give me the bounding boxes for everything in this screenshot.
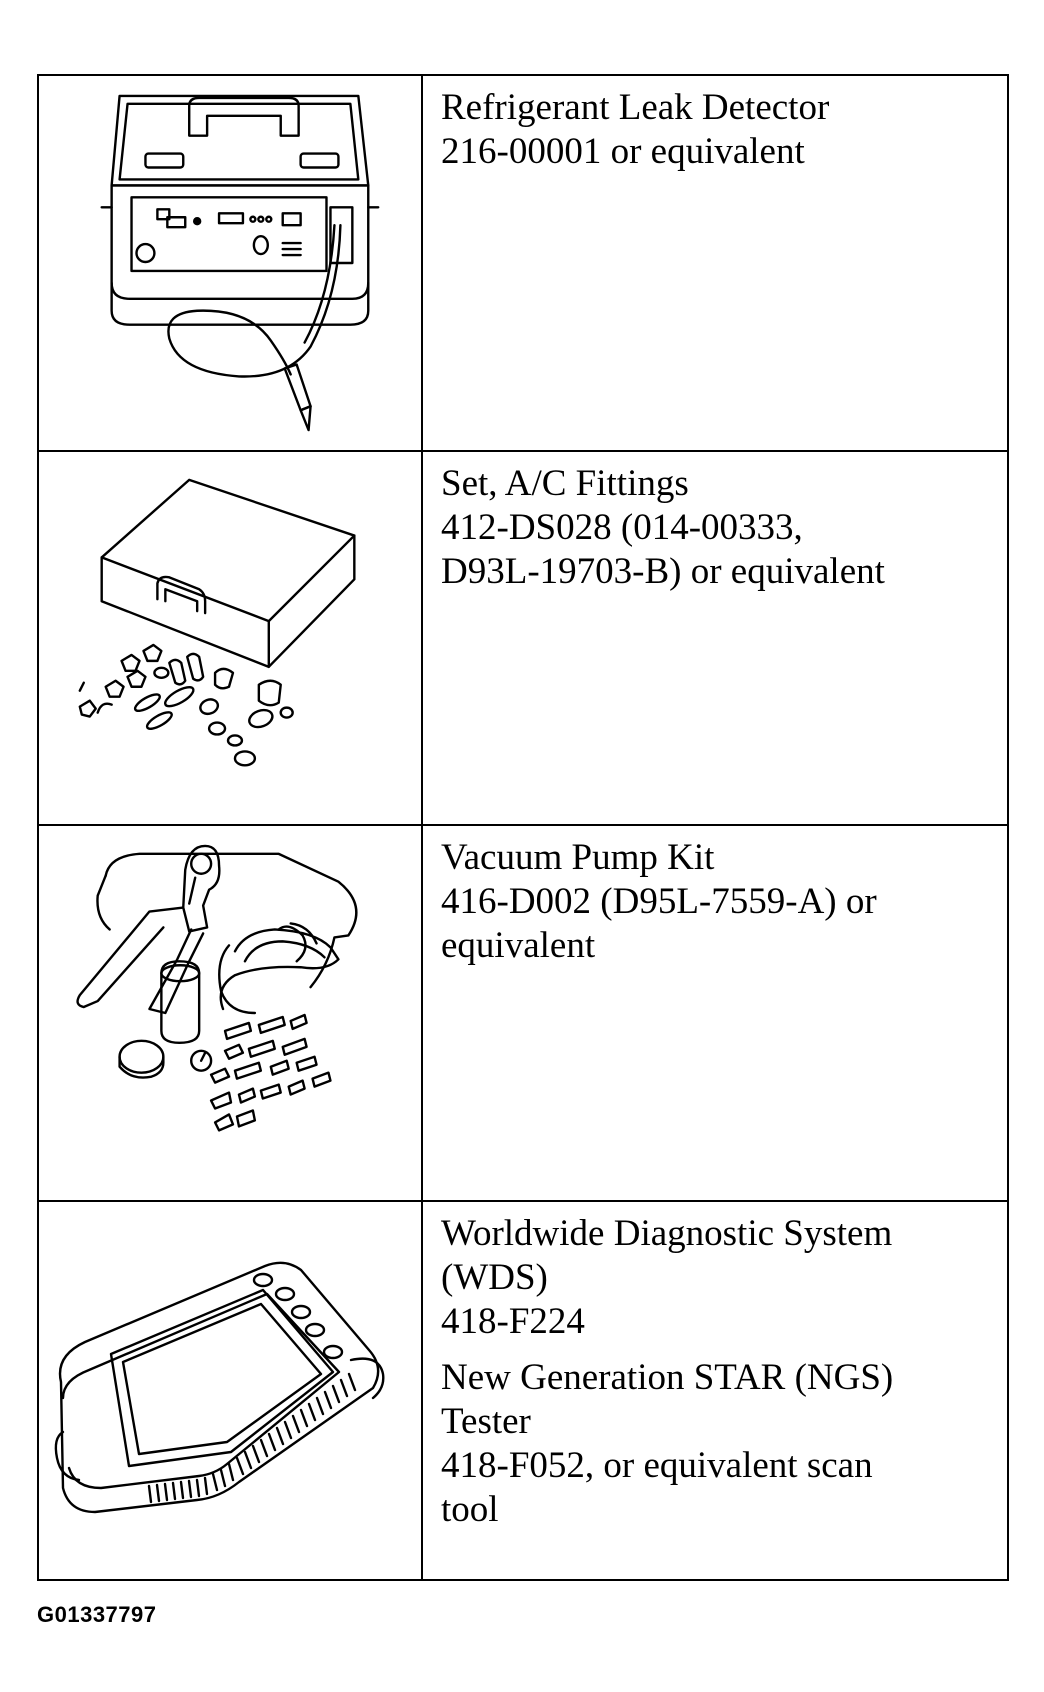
tool-number: 412-DS028 (014-00333, bbox=[441, 507, 803, 548]
tool-name: Worldwide Diagnostic System bbox=[441, 1213, 893, 1254]
diagnostic-tablet-icon bbox=[39, 1202, 423, 1579]
table-row: Refrigerant Leak Detector 216-00001 or e… bbox=[39, 76, 1007, 452]
special-tools-table: Refrigerant Leak Detector 216-00001 or e… bbox=[37, 74, 1009, 1581]
tool-number: 416-D002 (D95L-7559-A) or bbox=[441, 881, 877, 922]
tool-name: (WDS) bbox=[441, 1257, 548, 1298]
tool-description: Worldwide Diagnostic System (WDS) 418-F2… bbox=[441, 1212, 1001, 1532]
refrigerant-leak-detector-icon bbox=[39, 76, 423, 450]
tool-number: 216-00001 or equivalent bbox=[441, 131, 805, 172]
tool-number: D93L-19703-B) or equivalent bbox=[441, 551, 885, 592]
ac-fittings-case-icon bbox=[39, 452, 423, 824]
tool-description: Set, A/C Fittings 412-DS028 (014-00333, … bbox=[441, 462, 1001, 594]
tool-number: 418-F052, or equivalent scan bbox=[441, 1445, 873, 1486]
tool-name: Refrigerant Leak Detector bbox=[441, 87, 830, 128]
tool-description: Vacuum Pump Kit 416-D002 (D95L-7559-A) o… bbox=[441, 836, 1001, 968]
table-row: Worldwide Diagnostic System (WDS) 418-F2… bbox=[39, 1202, 1007, 1579]
tool-number: equivalent bbox=[441, 925, 596, 966]
tool-name: Vacuum Pump Kit bbox=[441, 837, 715, 878]
tool-number: 418-F224 bbox=[441, 1301, 585, 1342]
table-row: Set, A/C Fittings 412-DS028 (014-00333, … bbox=[39, 452, 1007, 826]
tool-name: Set, A/C Fittings bbox=[441, 463, 689, 504]
tool-number: tool bbox=[441, 1489, 499, 1530]
figure-id: G01337797 bbox=[37, 1602, 157, 1627]
vacuum-pump-kit-icon bbox=[39, 826, 423, 1200]
tool-description: Refrigerant Leak Detector 216-00001 or e… bbox=[441, 86, 1001, 174]
table-row: Vacuum Pump Kit 416-D002 (D95L-7559-A) o… bbox=[39, 826, 1007, 1202]
tool-name: Tester bbox=[441, 1401, 531, 1442]
tool-name: New Generation STAR (NGS) bbox=[441, 1357, 894, 1398]
